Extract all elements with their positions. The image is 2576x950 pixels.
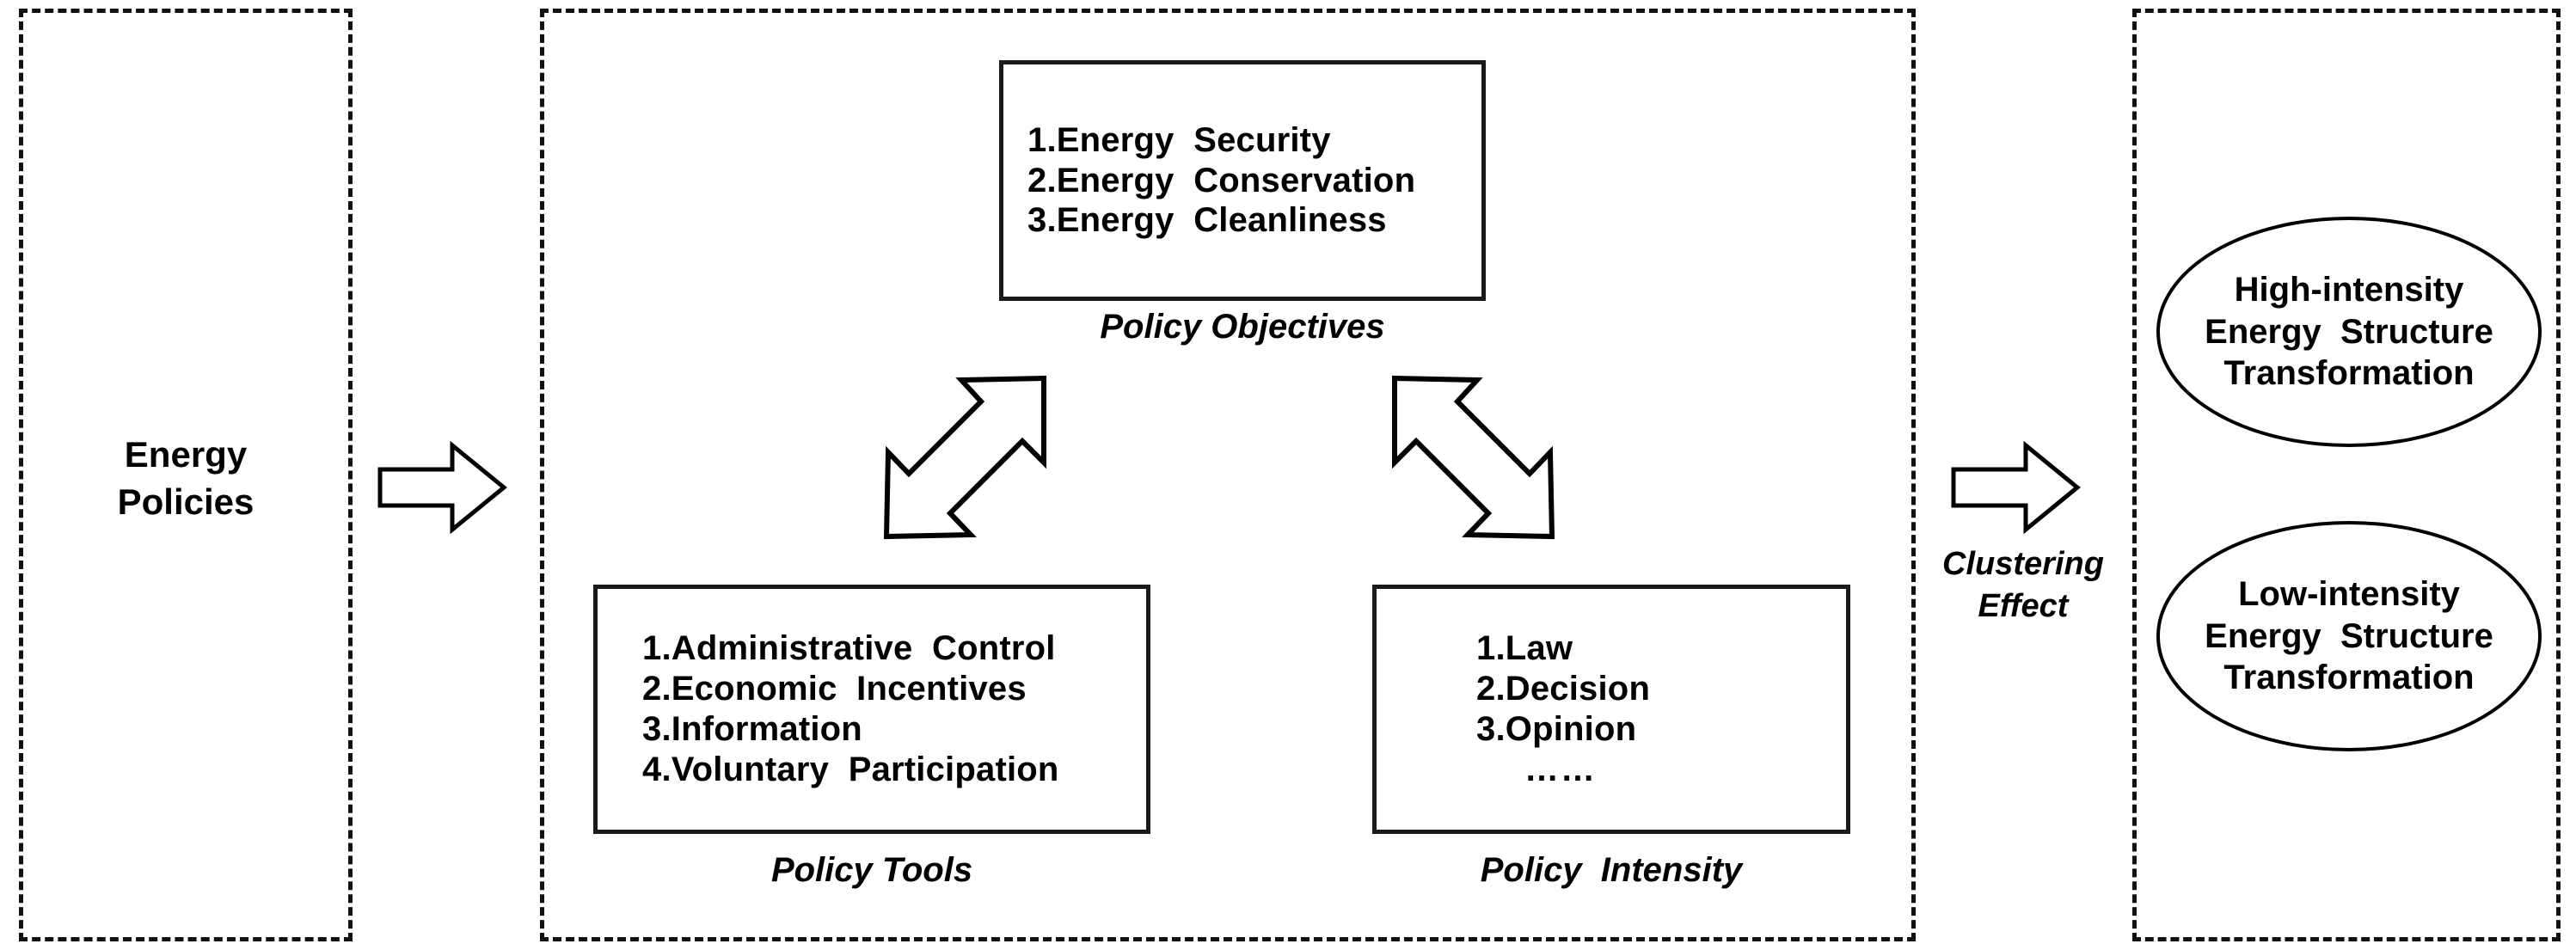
policy-tools-item: 4.Voluntary Participation — [642, 750, 1059, 788]
outcome-node-line: High-intensity — [2234, 270, 2464, 309]
policy-tools-item: 3.Information — [642, 710, 862, 748]
policy-objectives-item: 3.Energy Cleanliness — [1027, 201, 1387, 240]
panel-energy-policies — [19, 9, 353, 941]
policy-intensity-caption: Policy Intensity — [1480, 851, 1743, 889]
policy-intensity-ellipsis: …… — [1524, 750, 1597, 788]
outcome-node-high-intensity: High-intensity Energy Structure Transfor… — [2155, 215, 2543, 449]
policy-tools-list: 1.Administrative Control 2.Economic Ince… — [598, 628, 1146, 789]
ellipse-shape — [2156, 521, 2542, 751]
policy-objectives-list: 1.Energy Security 2.Energy Conservation … — [1003, 120, 1481, 241]
policy-intensity-item: 1.Law — [1476, 629, 1573, 668]
outcome-node-low-intensity: Low-intensity Energy Structure Transform… — [2155, 519, 2543, 753]
policy-tools-item: 2.Economic Incentives — [642, 670, 1027, 708]
policy-tools-item: 1.Administrative Control — [642, 629, 1056, 668]
panel-policy-system — [540, 9, 1916, 941]
policy-intensity-item: 3.Opinion — [1476, 710, 1637, 748]
energy-policies-label: Energy Policies — [117, 434, 255, 522]
policy-objectives-box: 1.Energy Security 2.Energy Conservation … — [999, 60, 1486, 301]
outcome-node-line: Energy Structure — [2205, 312, 2493, 351]
policy-objectives-item: 2.Energy Conservation — [1027, 161, 1416, 199]
policy-tools-caption: Policy Tools — [770, 851, 973, 889]
ellipse-shape — [2156, 217, 2542, 447]
outcome-node-line: Low-intensity — [2238, 574, 2460, 613]
policy-objectives-caption: Policy Objectives — [1100, 308, 1385, 346]
outcome-node-line: Transformation — [2223, 354, 2475, 393]
policy-intensity-list: 1.Law 2.Decision 3.Opinion …… — [1377, 628, 1846, 789]
outcome-node-line: Energy Structure — [2205, 616, 2493, 655]
clustering-effect-label: Clustering Effect — [1942, 546, 2104, 624]
block-arrow-right-icon — [377, 440, 507, 535]
policy-intensity-item: 2.Decision — [1476, 670, 1651, 708]
double-arrow-up-right-down-left-icon — [883, 375, 1046, 540]
double-arrow-up-left-down-right-icon — [1392, 375, 1555, 540]
outcome-node-line: Transformation — [2223, 659, 2475, 697]
policy-objectives-item: 1.Energy Security — [1027, 120, 1331, 159]
policy-intensity-box: 1.Law 2.Decision 3.Opinion …… — [1372, 585, 1850, 834]
block-arrow-right-clustering-icon — [1951, 440, 2081, 535]
panel-outcomes — [2132, 9, 2561, 941]
policy-tools-box: 1.Administrative Control 2.Economic Ince… — [593, 585, 1150, 834]
